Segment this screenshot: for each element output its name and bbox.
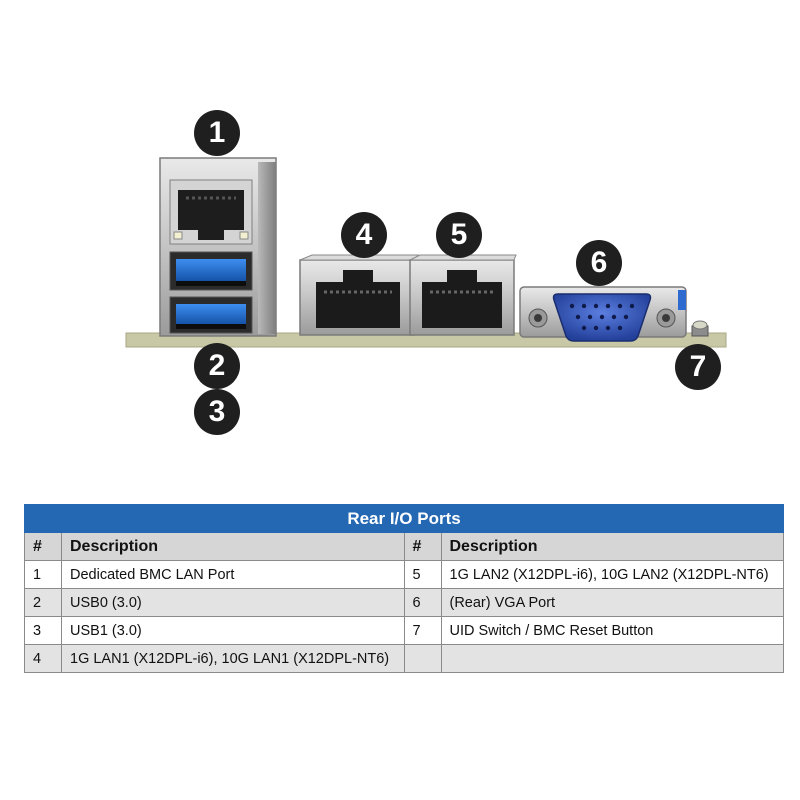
callout-5: 5 <box>436 212 482 258</box>
row-number: 5 <box>403 560 442 589</box>
row-number: 6 <box>403 588 442 617</box>
callout-7: 7 <box>675 344 721 390</box>
row-number <box>403 644 442 673</box>
header-description-left: Description <box>61 532 405 561</box>
row-description: (Rear) VGA Port <box>440 588 784 617</box>
table-row: 2 USB0 (3.0) 6 (Rear) VGA Port <box>24 588 784 617</box>
callout-2: 2 <box>194 343 240 389</box>
table-row: 4 1G LAN1 (X12DPL-i6), 10G LAN1 (X12DPL-… <box>24 644 784 673</box>
row-number: 4 <box>24 644 62 673</box>
rear-io-diagram <box>125 157 727 348</box>
usb3-port-icon <box>169 251 253 291</box>
rj45-port-icon <box>299 254 420 336</box>
row-number: 2 <box>24 588 62 617</box>
callout-1: 1 <box>194 110 240 156</box>
row-description: UID Switch / BMC Reset Button <box>440 616 784 645</box>
header-number-left: # <box>24 532 62 561</box>
row-description: USB1 (3.0) <box>61 616 405 645</box>
rear-io-table: Rear I/O Ports # Description # Descripti… <box>24 504 784 673</box>
bmc-lan-usb-stack-icon <box>159 157 277 337</box>
row-description: Dedicated BMC LAN Port <box>61 560 405 589</box>
callout-6: 6 <box>576 240 622 286</box>
row-description: USB0 (3.0) <box>61 588 405 617</box>
table-row: 1 Dedicated BMC LAN Port 5 1G LAN2 (X12D… <box>24 560 784 589</box>
vga-port-icon <box>519 286 687 342</box>
header-description-right: Description <box>440 532 784 561</box>
header-number-right: # <box>403 532 442 561</box>
row-description: 1G LAN2 (X12DPL-i6), 10G LAN2 (X12DPL-NT… <box>440 560 784 589</box>
row-description: 1G LAN1 (X12DPL-i6), 10G LAN1 (X12DPL-NT… <box>61 644 405 673</box>
row-number: 3 <box>24 616 62 645</box>
row-number: 1 <box>24 560 62 589</box>
callout-3: 3 <box>194 389 240 435</box>
callout-4: 4 <box>341 212 387 258</box>
table-header-row: # Description # Description <box>24 532 784 561</box>
table-row: 3 USB1 (3.0) 7 UID Switch / BMC Reset Bu… <box>24 616 784 645</box>
row-number: 7 <box>403 616 442 645</box>
usb3-port-icon <box>169 296 253 334</box>
table-title: Rear I/O Ports <box>24 504 784 533</box>
uid-button-icon <box>691 320 709 337</box>
row-description <box>440 644 784 673</box>
rj45-port-icon <box>169 179 253 245</box>
rj45-port-icon <box>409 254 517 336</box>
